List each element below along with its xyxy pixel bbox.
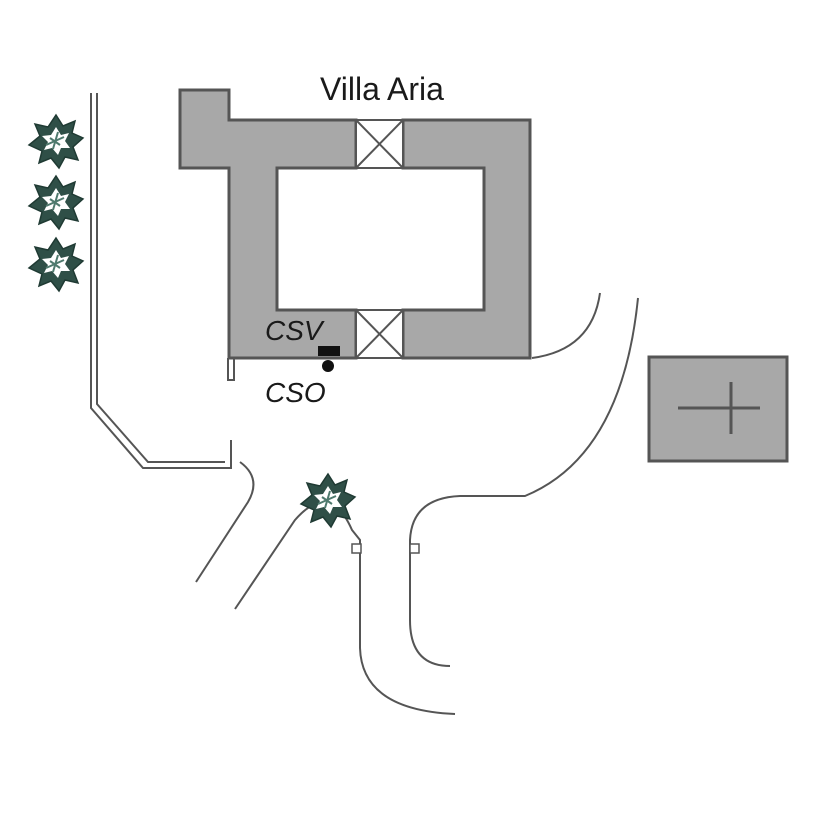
villa-building: [178, 88, 532, 360]
gate-marker-right: [409, 543, 420, 554]
map-title: Villa Aria: [320, 71, 444, 107]
villa-west-wing: [178, 88, 358, 360]
drive-curve-1: [195, 461, 255, 583]
cso-label: CSO: [265, 377, 326, 408]
cso-marker-icon: [322, 360, 334, 372]
tree-icon: [28, 237, 84, 292]
left-walkway-inner: [96, 93, 225, 463]
tree-icon: [28, 114, 84, 169]
tree-icon: [300, 473, 356, 528]
connector-south: [355, 309, 404, 359]
villa-east-wing: [401, 118, 532, 360]
gate-marker-left: [351, 543, 362, 554]
drive-curve-4: [531, 292, 601, 359]
building-stub: [227, 358, 235, 381]
tree-icon: [28, 175, 84, 230]
left-walkway-outer: [90, 93, 232, 469]
csv-marker-icon: [318, 346, 340, 356]
drive-curve-2: [234, 501, 456, 715]
paths: [90, 93, 639, 715]
connector-north: [355, 119, 404, 169]
csv-label: CSV: [265, 315, 325, 346]
helipad-structure: [647, 355, 789, 463]
drive-curve-3: [409, 297, 639, 667]
